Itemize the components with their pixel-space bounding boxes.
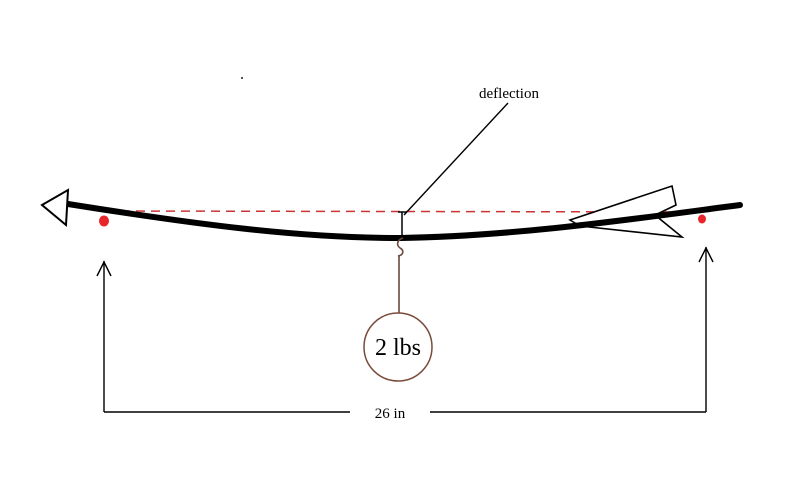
- weight-hanger: [396, 237, 404, 316]
- arrowhead-icon: [40, 188, 70, 228]
- weight-circle: [363, 312, 433, 382]
- span-dimension: [96, 246, 714, 413]
- arrow-shaft: [65, 201, 743, 242]
- left-support-dot: [99, 215, 109, 227]
- right-support-dot: [698, 214, 706, 224]
- weight-label: 2 lbs: [375, 335, 421, 361]
- stray-speck: [241, 77, 243, 79]
- deflection-leader-line: [403, 102, 509, 216]
- deflection-label: deflection: [479, 86, 539, 102]
- span-label: 26 in: [375, 406, 406, 422]
- deflection-marker: [398, 211, 406, 237]
